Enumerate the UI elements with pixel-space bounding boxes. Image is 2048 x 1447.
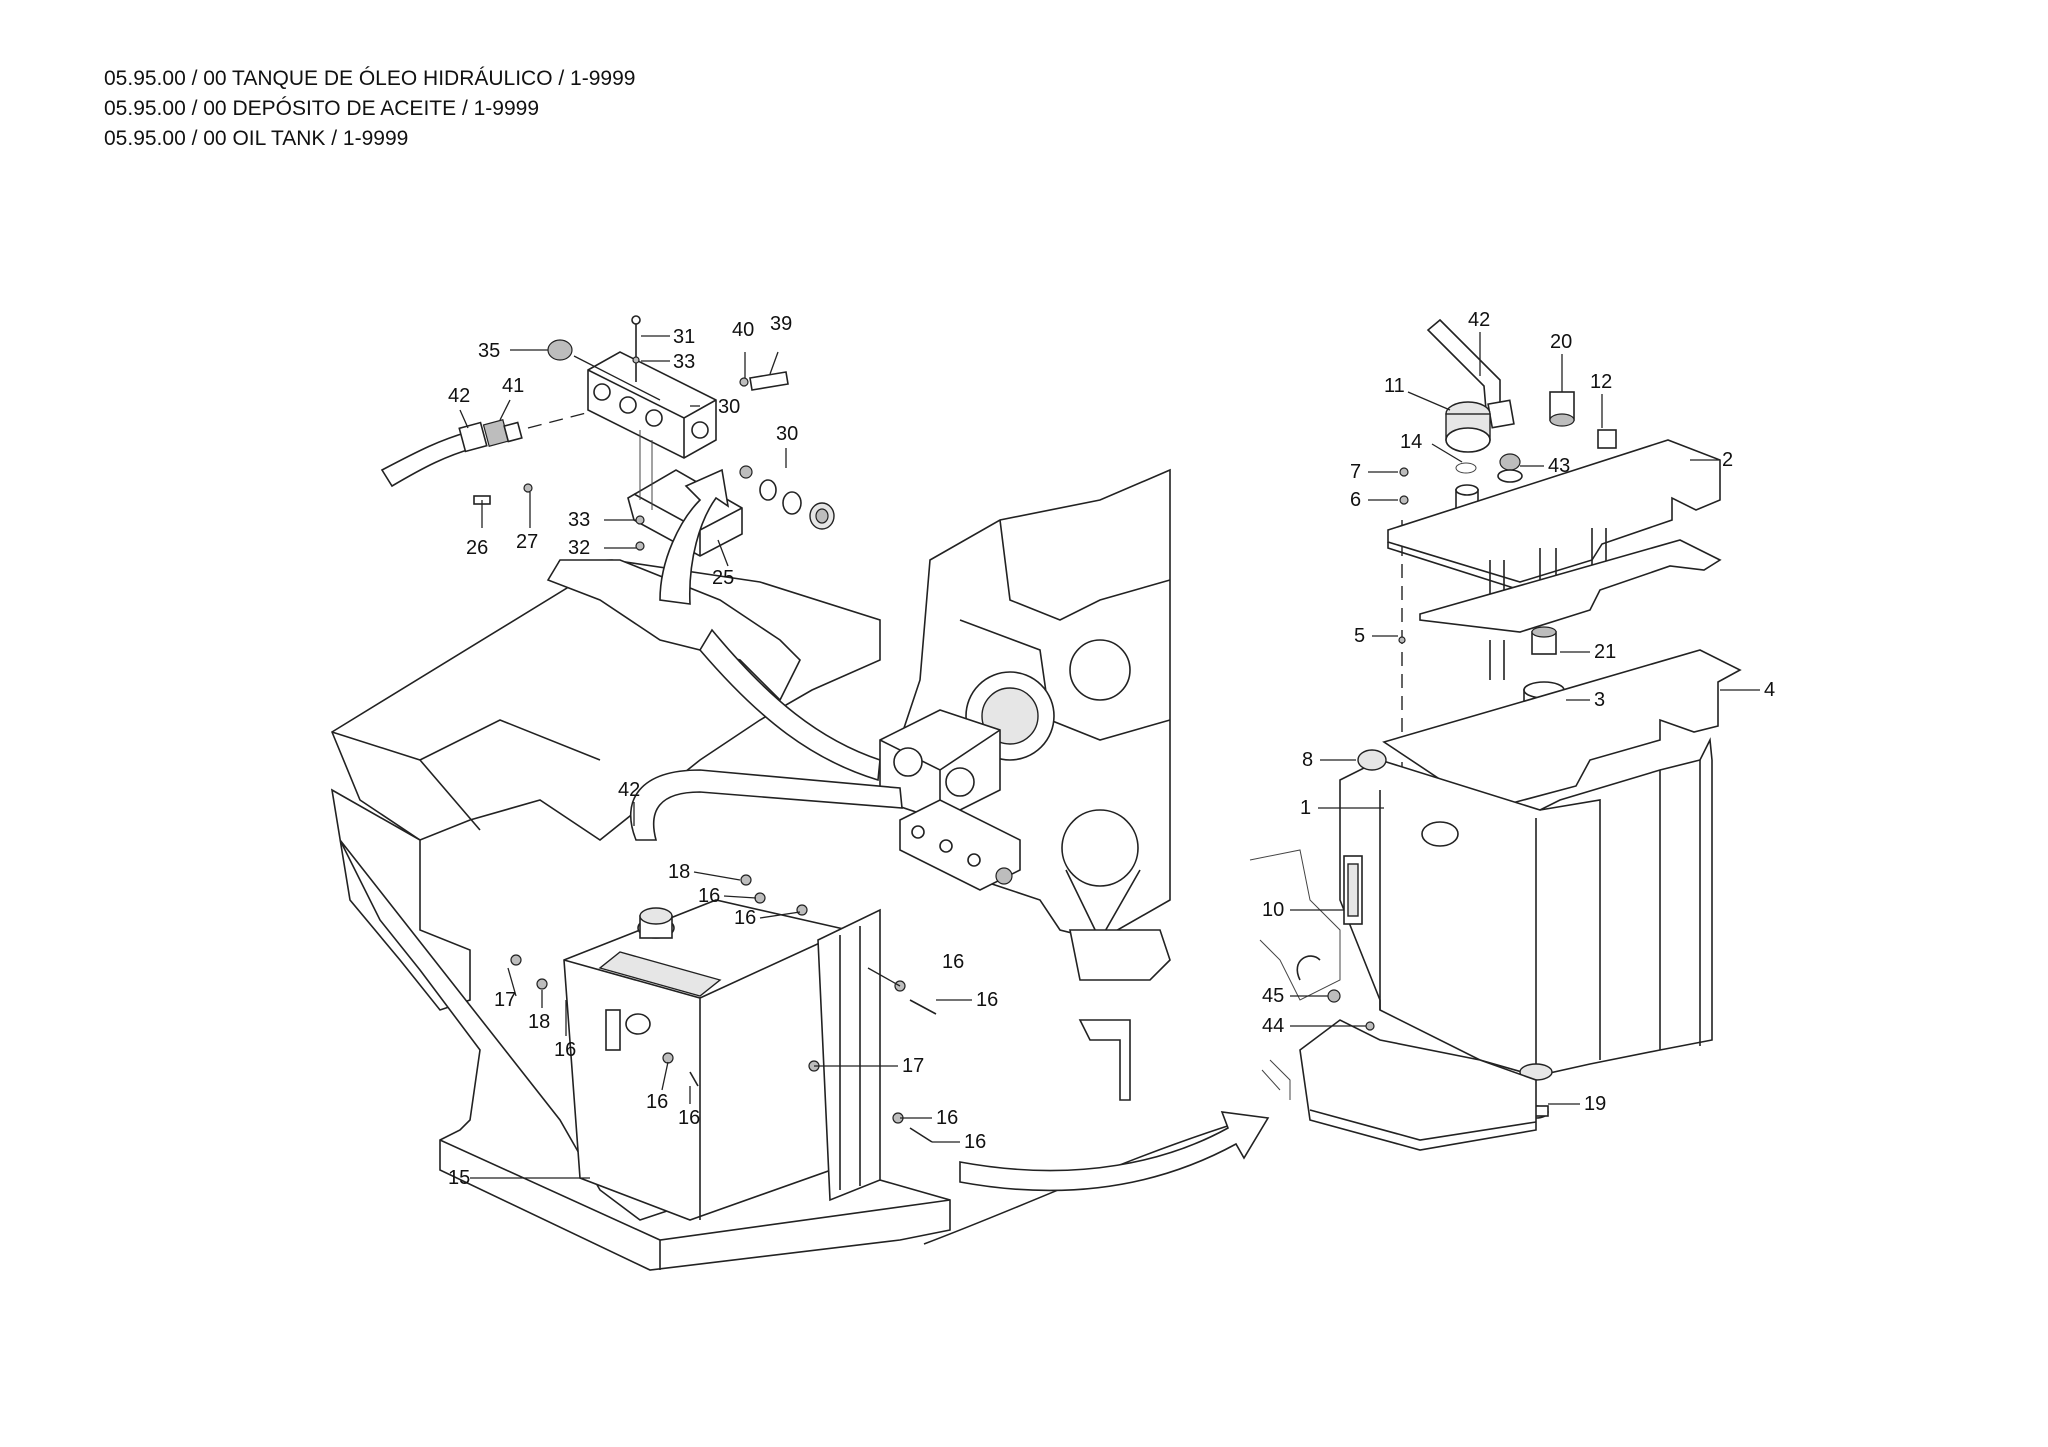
callout-16: 16	[698, 885, 720, 907]
callout-16: 18	[528, 1011, 550, 1033]
callout-12: 12	[1590, 371, 1612, 393]
callout-44: 44	[1262, 1015, 1284, 1037]
callout-17: 16	[976, 989, 998, 1011]
callout-3: 3	[1594, 689, 1605, 711]
callout-27: 27	[516, 531, 538, 553]
callout-40: 40	[732, 319, 754, 341]
callout-31: 31	[673, 326, 695, 348]
callout-42: 42	[1468, 309, 1490, 331]
callout-42: 42	[618, 779, 640, 801]
callout-15: 16	[964, 1131, 986, 1153]
title-english: 05.95.00 / 00 OIL TANK / 1-9999	[104, 127, 409, 150]
callout-20: 20	[1550, 331, 1572, 353]
callout-17: 16	[678, 1107, 700, 1129]
callout-16: 17	[902, 1055, 924, 1077]
callout-18: 18	[668, 861, 690, 883]
callout-numbers: 31 33 40 39 35 42 41 30 30 33 32 26 27 2…	[448, 309, 1775, 1189]
callout-10: 10	[1262, 899, 1284, 921]
callout-35: 35	[478, 340, 500, 362]
callout-32: 32	[568, 537, 590, 559]
callout-1: 1	[1300, 797, 1311, 819]
callout-18: 17	[494, 989, 516, 1011]
callout-16: 16	[554, 1039, 576, 1061]
callout-2: 2	[1722, 449, 1733, 471]
callout-43: 43	[1548, 455, 1570, 477]
callout-1: 15	[448, 1167, 470, 1189]
callout-45: 45	[1262, 985, 1284, 1007]
callout-25: 25	[712, 567, 734, 589]
machine-frame-assembly	[330, 468, 1270, 1271]
valve-block-detail	[380, 315, 835, 557]
callout-8: 8	[1302, 749, 1313, 771]
title-spanish: 05.95.00 / 00 DEPÓSITO DE ACEITE / 1-999…	[104, 97, 540, 120]
callout-42: 42	[448, 385, 470, 407]
callout-7: 7	[1350, 461, 1361, 483]
callout-leader-lines	[459, 332, 1760, 1179]
callout-19: 19	[1584, 1093, 1606, 1115]
callout-26: 26	[466, 537, 488, 559]
callout-16: 16	[942, 951, 964, 973]
callout-14: 14	[1400, 431, 1422, 453]
callout-30: 30	[776, 423, 798, 445]
callout-16: 16	[734, 907, 756, 929]
title-portuguese: 05.95.00 / 00 TANQUE DE ÓLEO HIDRÁULICO …	[104, 67, 636, 90]
oil-tank-exploded-view	[1249, 318, 1742, 1151]
callout-16: 16	[646, 1091, 668, 1113]
callout-6: 6	[1350, 489, 1361, 511]
callout-33: 33	[673, 351, 695, 373]
callout-11: 11	[1384, 375, 1405, 397]
callout-21: 21	[1594, 641, 1616, 663]
callout-30: 30	[718, 396, 740, 418]
callout-33: 33	[568, 509, 590, 531]
callout-41: 41	[502, 375, 524, 397]
callout-4: 4	[1764, 679, 1775, 701]
callout-39: 39	[770, 313, 792, 335]
document-header: 05.95.00 / 00 TANQUE DE ÓLEO HIDRÁULICO …	[104, 64, 635, 154]
callout-5: 5	[1354, 625, 1365, 647]
callout-16: 16	[936, 1107, 958, 1129]
